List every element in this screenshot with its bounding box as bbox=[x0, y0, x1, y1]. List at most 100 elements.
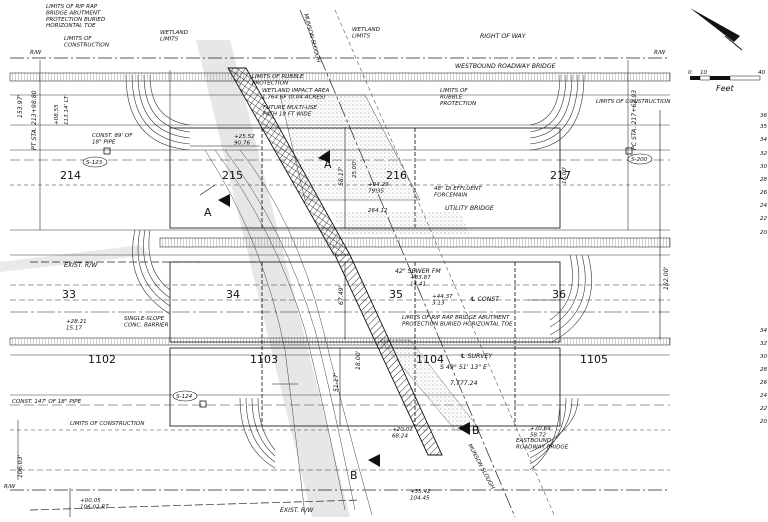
riprap-strip-lower bbox=[334, 254, 443, 456]
dim-51-17: 51.17' bbox=[333, 372, 340, 392]
station-numbers: 214 215 216 217 33 34 35 36 1102 1103 11… bbox=[60, 169, 608, 366]
sidebar-elevation: 30 bbox=[760, 164, 768, 170]
north-arrow bbox=[690, 8, 743, 51]
shaded-alignments bbox=[0, 40, 350, 517]
slough-label: MUNSON SLOUGH bbox=[466, 443, 495, 491]
utility-corridor-shade bbox=[330, 212, 470, 235]
construction-right-label: LIMITS OF CONSTRUCTION bbox=[596, 99, 671, 105]
station-1105: 1105 bbox=[580, 353, 608, 366]
sidebar-elevation: 22 bbox=[760, 216, 768, 222]
section-markers bbox=[218, 150, 470, 467]
section-b-upper: B bbox=[472, 424, 480, 437]
sidebar-elevation: 24 bbox=[760, 393, 768, 399]
scale-bar: 0 10 40 Feet bbox=[688, 70, 766, 93]
rw-bottom: R/W bbox=[4, 484, 16, 490]
sidebar-elevation: 36 bbox=[760, 113, 768, 119]
lt-113-label: 113.14' LT bbox=[64, 95, 70, 125]
dimension-lines bbox=[69, 110, 661, 517]
station-214: 214 bbox=[60, 169, 81, 182]
offset-264-12: 264.12 bbox=[368, 208, 388, 214]
dim-67-49: 67.49' bbox=[338, 285, 345, 305]
slough-contours bbox=[204, 149, 373, 516]
dim-18-00: 18.00' bbox=[355, 350, 362, 370]
sidebar-elevation: 32 bbox=[760, 151, 768, 157]
survey-skew-line bbox=[334, 9, 556, 518]
dim-58-17: 58.17' bbox=[338, 166, 345, 186]
utility-bridge-label: UTILITY BRIDGE bbox=[445, 205, 494, 212]
survey-label: ℄ SURVEY bbox=[460, 353, 493, 360]
station-lines bbox=[17, 60, 629, 480]
cross-hatch-riprap bbox=[379, 339, 481, 431]
plus-08-label: +08.55 bbox=[54, 104, 60, 125]
roadway-barrier-bands bbox=[9, 72, 671, 346]
station-labels: PT STA. 213+98.80 PC STA. 217+62.93 153.… bbox=[17, 90, 670, 478]
sidebar-elevation: 24 bbox=[760, 203, 768, 209]
sidebar-elevation: 28 bbox=[760, 367, 768, 373]
sidebar-elevation: 20 bbox=[760, 230, 768, 236]
dim-16-00: 16.00' bbox=[562, 166, 568, 184]
sidebar-elevation: 20 bbox=[760, 419, 768, 425]
sidebar-elevation: 34 bbox=[760, 328, 768, 334]
bearing-label: S 49° 51' 13" E bbox=[440, 363, 487, 371]
right-vertical-dim: 182.00' bbox=[663, 266, 670, 290]
section-a-lower: A bbox=[204, 206, 212, 219]
structure-labels: S-123 S-200 S-124 bbox=[82, 153, 653, 402]
station-215: 215 bbox=[222, 169, 243, 182]
pc-station-label: PC STA. 217+62.93 bbox=[631, 90, 638, 150]
station-1103: 1103 bbox=[250, 353, 278, 366]
const-label: ℄ CONST bbox=[470, 296, 500, 303]
station-216: 216 bbox=[386, 169, 407, 182]
scale-tick-0: 0 bbox=[688, 70, 692, 76]
sidebar-elevation: 34 bbox=[760, 137, 768, 143]
sidebar-elevation: 28 bbox=[760, 177, 768, 183]
right-of-way-lines bbox=[10, 57, 670, 511]
rw-right: R/W bbox=[654, 50, 666, 56]
pt-station-label: PT STA. 213+98.80 bbox=[31, 90, 38, 150]
westbound-bridge-label: WESTBOUND ROADWAY BRIDGE bbox=[455, 63, 556, 70]
sidebar-elevation: 35 bbox=[760, 124, 768, 130]
structure-s124: S-124 bbox=[176, 394, 193, 400]
exist-row-bottom: EXIST. R/W bbox=[280, 507, 314, 514]
station-34: 34 bbox=[226, 288, 240, 301]
sewer-fm-label: 42" SEWER FM bbox=[395, 268, 441, 275]
abutment-contours-left bbox=[125, 74, 276, 469]
scale-unit: Feet bbox=[716, 84, 734, 93]
structure-s200: S-200 bbox=[631, 157, 648, 163]
structure-s123: S-123 bbox=[86, 160, 103, 166]
station-217: 217 bbox=[550, 169, 571, 182]
exist-row-mid: EXIST. R/W bbox=[64, 262, 98, 269]
station-1104: 1104 bbox=[416, 353, 444, 366]
slough-label-top: MUNSON SLOUGH bbox=[302, 13, 321, 64]
const-pipe-bottom: CONST. 147' OF 18" PIPE bbox=[12, 399, 82, 405]
section-b-lower: B bbox=[350, 469, 358, 482]
scale-tick-10: 10 bbox=[700, 70, 708, 76]
station-36: 36 bbox=[552, 288, 566, 301]
abutment-contours-right bbox=[529, 74, 592, 471]
construction-bottom: LIMITS OF CONSTRUCTION bbox=[70, 421, 145, 427]
offset-bottom-label: 106.03' bbox=[17, 454, 24, 478]
offset-top-label: 153.97' bbox=[17, 94, 24, 118]
section-a-upper: A bbox=[324, 158, 332, 171]
sidebar-elevation: 32 bbox=[760, 341, 768, 347]
survey-length: 7,777.24 bbox=[450, 380, 478, 387]
sidebar-elevation: 26 bbox=[760, 190, 768, 196]
